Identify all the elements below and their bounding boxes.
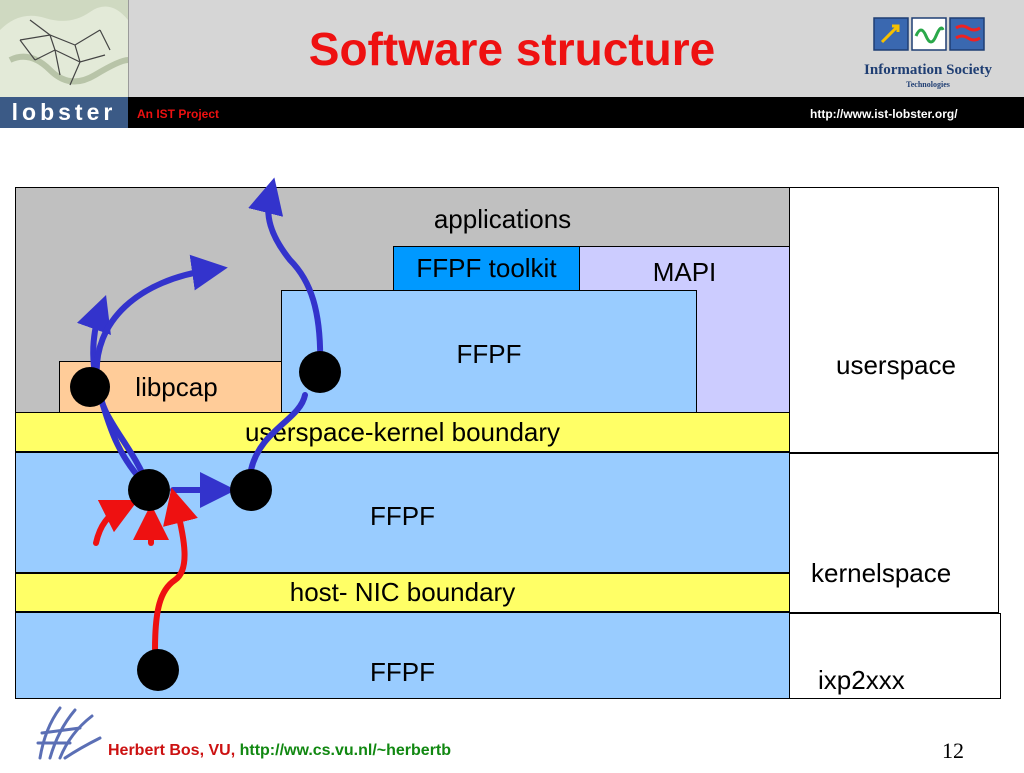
lobster-logo: lobster xyxy=(0,97,128,128)
svg-text:Information Society: Information Society xyxy=(864,62,992,78)
ist-logo: Information Society Technologies xyxy=(848,12,1008,92)
vu-griffin-logo xyxy=(30,698,110,768)
project-url-link[interactable]: http://www.ist-lobster.org/ xyxy=(810,107,958,121)
arrow-ffpf-link xyxy=(248,392,308,473)
node-kernel-2 xyxy=(230,469,272,511)
footer-url-link[interactable]: http://ww.cs.vu.nl/~herbertb xyxy=(239,742,452,759)
footer-author: Herbert Bos, VU, http://ww.cs.vu.nl/~her… xyxy=(108,742,452,759)
page-number: 12 xyxy=(942,738,964,763)
ffpf-toolkit-box: FFPF toolkit xyxy=(393,246,580,292)
kernelspace-label: kernelspace xyxy=(811,558,952,588)
page-title: Software structure xyxy=(308,23,716,75)
host-nic-boundary-label: host- NIC boundary xyxy=(289,577,516,607)
arrow-ffpf-up xyxy=(248,177,324,373)
arrow-red-left xyxy=(93,499,139,546)
arrow-nic-up xyxy=(152,487,198,653)
ffpf-userspace-box: FFPF xyxy=(281,290,697,413)
mapi-label: MAPI xyxy=(652,257,717,287)
arrow-app-up xyxy=(93,254,228,491)
project-subtitle: An IST Project xyxy=(137,107,220,121)
ixp2xxx-label: ixp2xxx xyxy=(818,665,905,695)
node-libpcap xyxy=(70,367,110,407)
node-nic xyxy=(137,649,179,691)
applications-label: applications xyxy=(433,204,572,234)
ffpf-kernel-label: FFPF xyxy=(370,501,435,531)
libpcap-label: libpcap xyxy=(135,371,218,402)
userspace-label: userspace xyxy=(836,350,956,380)
europe-map-thumbnail xyxy=(0,0,129,97)
userspace-kernel-boundary: userspace-kernel boundary xyxy=(15,412,790,452)
ffpf-nic-label: FFPF xyxy=(370,657,435,687)
node-ffpf-user xyxy=(299,351,341,393)
ffpf-userspace-label: FFPF xyxy=(456,339,522,369)
ffpf-toolkit-label: FFPF toolkit xyxy=(416,253,557,283)
userspace-kernel-boundary-label: userspace-kernel boundary xyxy=(244,416,561,447)
host-nic-boundary: host- NIC boundary xyxy=(15,573,790,612)
header-bar xyxy=(0,97,1024,128)
node-kernel-1 xyxy=(128,469,170,511)
svg-text:Technologies: Technologies xyxy=(906,80,950,89)
